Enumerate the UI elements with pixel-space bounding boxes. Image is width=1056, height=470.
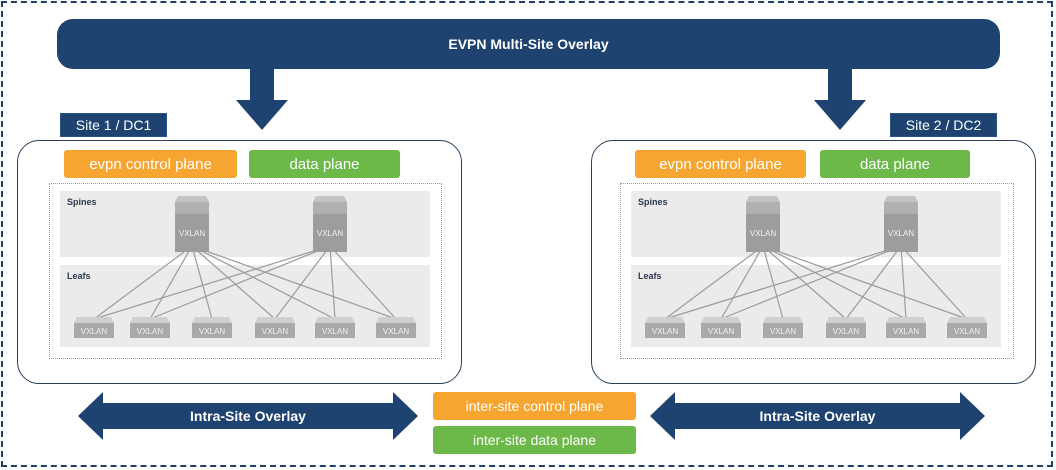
spine-leaf-link <box>149 245 193 320</box>
overlay-title: EVPN Multi-Site Overlay <box>448 36 609 52</box>
site2-leafs-band: Leafs <box>631 265 1001 347</box>
down-arrow-icon-site1 <box>236 68 288 130</box>
spine-leaf-link <box>329 245 397 320</box>
spine-leaf-link <box>762 245 968 320</box>
leaf-label: VXLAN <box>954 327 980 336</box>
site1-label-text: Site 1 / DC1 <box>75 117 152 133</box>
spine-leaf-link <box>191 245 336 320</box>
spine-label: VXLAN <box>317 229 343 238</box>
leaf-switch-icon: VXLAN <box>192 317 232 338</box>
spine-leaf-link <box>329 245 336 320</box>
site2-label: Site 2 / DC2 <box>890 113 997 137</box>
site1-box: evpn control plane data plane Spines Lea… <box>17 140 462 384</box>
spine-switch-icon: VXLAN <box>313 196 347 252</box>
inter-site-control-plane: inter-site control plane <box>433 392 636 420</box>
leaf-label: VXLAN <box>262 327 288 336</box>
leaf-switch-icon: VXLAN <box>886 317 926 338</box>
spine-label: VXLAN <box>888 229 914 238</box>
leaf-switch-icon: VXLAN <box>701 317 741 338</box>
leaf-switch-icon: VXLAN <box>315 317 355 338</box>
inter-site-data-plane: inter-site data plane <box>433 426 636 454</box>
spine-leaf-link <box>900 245 968 320</box>
leaf-switch-icon: VXLAN <box>645 317 685 338</box>
leaf-switch-icon: VXLAN <box>74 317 114 338</box>
spine-label: VXLAN <box>750 229 776 238</box>
site1-leafs-label: Leafs <box>67 271 91 281</box>
site1-data-plane-text: data plane <box>289 155 360 173</box>
site2-spines-label: Spines <box>638 197 668 207</box>
spine-switch-icon: VXLAN <box>746 196 780 252</box>
leaf-switch-icon: VXLAN <box>376 317 416 338</box>
intra-site-overlay-left-label: Intra-Site Overlay <box>78 392 418 440</box>
leaf-label: VXLAN <box>137 327 163 336</box>
spine-leaf-link <box>191 245 276 320</box>
spine-leaf-link <box>762 245 784 320</box>
leaf-switch-icon: VXLAN <box>947 317 987 338</box>
site1-spines-band: Spines <box>60 191 430 257</box>
leaf-label: VXLAN <box>770 327 796 336</box>
spine-leaf-link <box>191 245 213 320</box>
site2-evpn-control-plane: evpn control plane <box>635 150 806 178</box>
down-arrow-icon-site2 <box>814 68 866 130</box>
site1-topology: VXLAN VXLAN VXLAN VXLAN VXLAN VXLAN VXLAN VXLAN <box>74 196 416 338</box>
leaf-switch-icon: VXLAN <box>255 317 295 338</box>
spine-switch-icon: VXLAN <box>884 196 918 252</box>
spine-leaf-link <box>720 245 764 320</box>
spine-leaf-link <box>845 245 902 320</box>
intra-site-overlay-arrow-left <box>78 392 418 440</box>
site2-data-plane-text: data plane <box>859 155 931 173</box>
spine-leaf-link <box>720 245 902 320</box>
leaf-switch-icon: VXLAN <box>763 317 803 338</box>
evpn-multisite-overlay-bar: EVPN Multi-Site Overlay <box>57 19 1000 69</box>
leaf-switch-icon: VXLAN <box>826 317 866 338</box>
leaf-label: VXLAN <box>893 327 919 336</box>
leaf-label: VXLAN <box>652 327 678 336</box>
site2-spines-band: Spines <box>631 191 1001 257</box>
spine-leaf-link <box>900 245 907 320</box>
spine-leaf-link <box>191 245 397 320</box>
site2-data-plane: data plane <box>820 150 970 178</box>
spine-label: VXLAN <box>179 229 205 238</box>
leaf-label: VXLAN <box>833 327 859 336</box>
site2-box: evpn control plane data plane Spines Lea… <box>591 140 1036 384</box>
spine-leaf-link <box>664 245 902 320</box>
spine-leaf-link <box>664 245 764 320</box>
site2-topology: VXLAN VXLAN VXLAN VXLAN VXLAN VXLAN VXLAN VXLAN <box>645 196 987 338</box>
site1-data-plane: data plane <box>249 150 400 178</box>
site1-leafs-band: Leafs <box>60 265 430 347</box>
site1-control-plane-text: evpn control plane <box>89 155 212 173</box>
intra-site-overlay-right-text: Intra-Site Overlay <box>759 408 876 424</box>
spine-leaf-link <box>762 245 847 320</box>
leaf-label: VXLAN <box>383 327 409 336</box>
spine-switch-icon: VXLAN <box>175 196 209 252</box>
leaf-label: VXLAN <box>199 327 225 336</box>
site2-label-text: Site 2 / DC2 <box>905 117 982 133</box>
site1-label: Site 1 / DC1 <box>60 113 167 137</box>
spine-leaf-link <box>149 245 331 320</box>
spine-leaf-link <box>274 245 331 320</box>
spine-leaf-link <box>93 245 331 320</box>
inter-site-data-plane-text: inter-site data plane <box>473 432 596 448</box>
intra-site-overlay-right-label: Intra-Site Overlay <box>650 392 985 440</box>
site2-leafs-label: Leafs <box>638 271 662 281</box>
spine-leaf-link <box>93 245 193 320</box>
intra-site-overlay-left-text: Intra-Site Overlay <box>190 408 306 424</box>
leaf-label: VXLAN <box>81 327 107 336</box>
leaf-label: VXLAN <box>708 327 734 336</box>
leaf-label: VXLAN <box>322 327 348 336</box>
leaf-switch-icon: VXLAN <box>130 317 170 338</box>
intra-site-overlay-arrow-right <box>650 392 985 440</box>
site2-control-plane-text: evpn control plane <box>659 155 782 173</box>
inter-site-control-plane-text: inter-site control plane <box>465 398 604 414</box>
spine-leaf-link <box>762 245 907 320</box>
site1-spines-label: Spines <box>67 197 97 207</box>
site1-evpn-control-plane: evpn control plane <box>64 150 237 178</box>
